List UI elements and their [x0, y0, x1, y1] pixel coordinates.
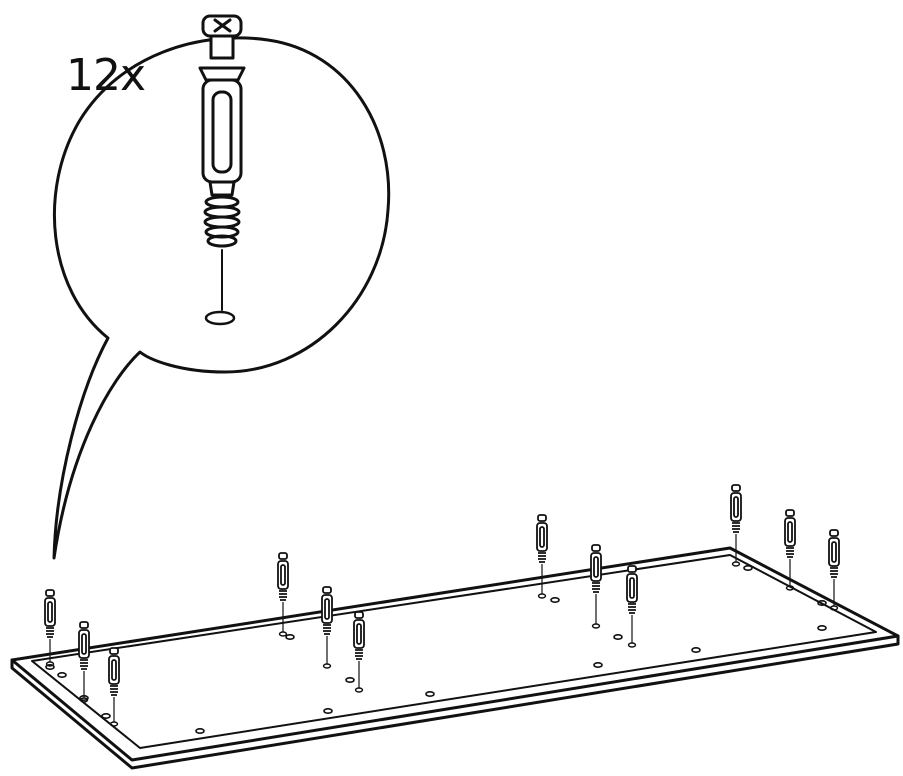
dowel-hole [613, 633, 623, 640]
board-top-face [10, 546, 900, 762]
dowel-hole [285, 633, 295, 640]
cam-bolt-icon [198, 14, 246, 326]
dowel-hole [323, 707, 333, 714]
dowel-hole [101, 712, 111, 719]
callout-bubble [52, 36, 391, 560]
dowel-hole [593, 661, 603, 668]
dowel-hole [743, 564, 753, 571]
dowel-hole [817, 624, 827, 631]
board-bevel [31, 554, 877, 749]
dowel-hole [425, 690, 435, 697]
cam-bolt [828, 529, 840, 611]
dowel-hole [195, 727, 205, 734]
cam-bolt [108, 647, 120, 727]
quantity-label: 12x [66, 50, 146, 101]
board-edge [10, 634, 900, 770]
cam-bolt [277, 552, 289, 637]
dowel-hole [691, 646, 701, 653]
cam-bolt [44, 589, 56, 667]
dowel-hole [345, 676, 355, 683]
dowel-hole [45, 663, 55, 670]
cam-bolt [321, 586, 333, 669]
cam-bolt [590, 544, 602, 629]
cam-bolt [353, 611, 365, 693]
cam-bolt [626, 565, 638, 648]
dowel-hole [57, 671, 67, 678]
cam-bolt [78, 621, 90, 703]
cam-bolt [730, 484, 742, 567]
cam-bolt [536, 514, 548, 599]
dowel-hole [550, 596, 560, 603]
cam-bolt [784, 509, 796, 591]
dowel-hole [817, 599, 827, 606]
